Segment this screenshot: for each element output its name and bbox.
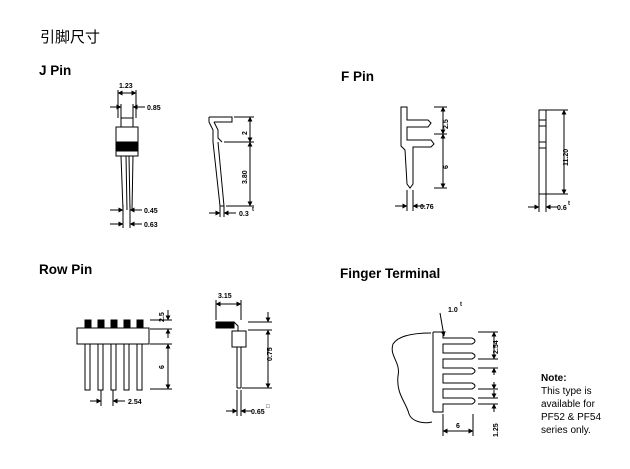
note-line: series only.: [541, 425, 591, 436]
note-line: available for: [541, 399, 595, 410]
page-title: 引脚尺寸: [40, 28, 101, 46]
row-pin-front-view: [76, 310, 172, 406]
dim-r-0-65-sup: □: [266, 404, 270, 410]
dim-j-0-63: 0.63: [144, 222, 158, 229]
f-pin-front-view: [395, 106, 447, 211]
dim-r-2-5: 2.5: [159, 312, 166, 322]
dim-r-2-54: 2.54: [128, 399, 142, 406]
note-line: PF52 & PF54: [541, 412, 602, 423]
note-heading: Note:: [541, 373, 567, 384]
note-box: Note: This type is available for PF52 & …: [541, 372, 629, 437]
dim-f-0-76: 0.76: [420, 204, 434, 211]
dim-f-11-20: 11.20: [563, 149, 570, 166]
dim-j-0-3-sup: t: [252, 207, 254, 213]
note-line: This type is: [541, 386, 592, 397]
section-title-j-pin: J Pin: [39, 63, 72, 78]
dim-j-2: 2: [242, 131, 249, 135]
dim-j-0-85: 0.85: [147, 105, 161, 112]
dim-f-0-6-sup: t: [568, 201, 570, 207]
dim-ft-1-25: 1.25: [493, 423, 500, 437]
j-pin-front-view: [110, 90, 145, 228]
j-pin-side-view: [208, 116, 254, 217]
dim-f-6: 6: [443, 165, 450, 169]
dim-j-0-3: 0.3: [239, 211, 249, 218]
row-pin-side-view: [215, 300, 272, 416]
dim-r-0-65: 0.65: [251, 409, 265, 416]
dim-ft-1-0: 1.0: [448, 307, 458, 314]
section-title-row-pin: Row Pin: [39, 262, 93, 277]
dim-j-3-80: 3.80: [242, 170, 249, 184]
dim-j-1-23: 1.23: [119, 83, 133, 90]
dim-ft-6: 6: [456, 423, 460, 430]
dim-r-6: 6: [159, 365, 166, 369]
dim-r-0-75: 0.75: [267, 347, 274, 361]
dim-ft-1-0-sup: t: [460, 302, 462, 308]
dim-j-0-45: 0.45: [144, 208, 158, 215]
section-title-f-pin: F Pin: [341, 69, 374, 84]
dim-f-0-6: 0.6: [557, 205, 567, 212]
section-title-finger-terminal: Finger Terminal: [340, 266, 441, 281]
dim-ft-2-54: 2.54: [493, 340, 500, 354]
finger-terminal-drawing: [391, 312, 498, 436]
dim-f-2-5: 2.5: [443, 119, 450, 129]
f-pin-side-view: [528, 109, 568, 212]
dim-r-3-15: 3.15: [218, 293, 232, 300]
